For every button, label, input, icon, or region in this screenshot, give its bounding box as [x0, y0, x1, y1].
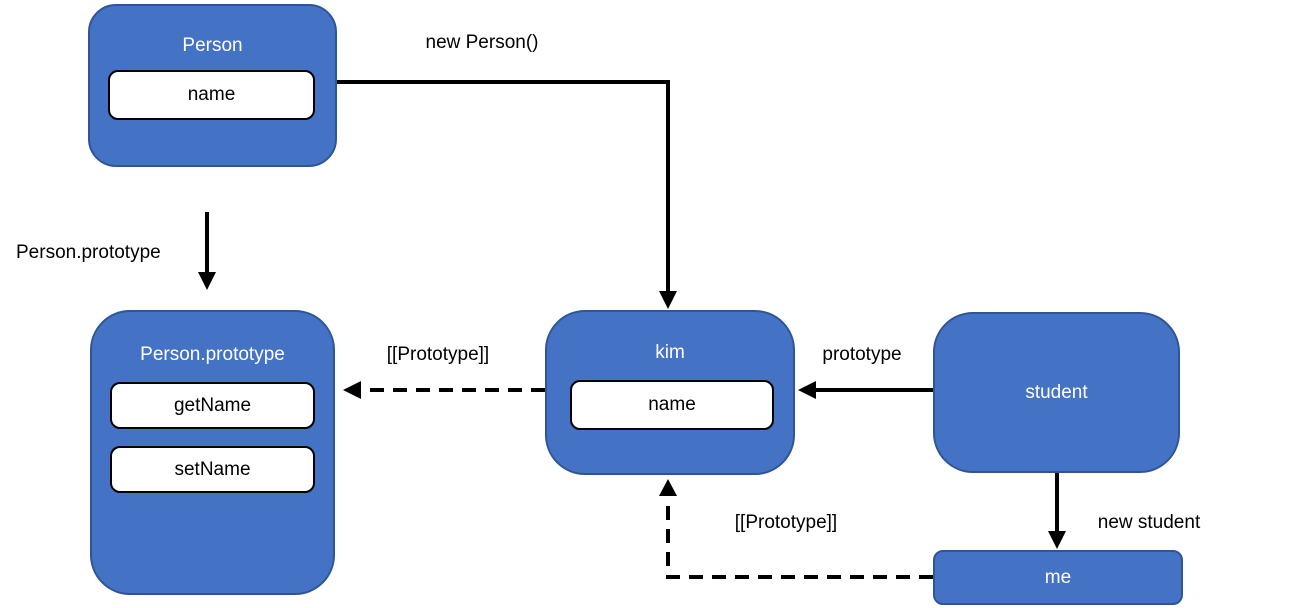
arrowhead-down-icon	[1048, 531, 1066, 549]
node-student: student	[933, 312, 1180, 473]
edge-new-person	[337, 80, 677, 309]
edge-label-new-person: new Person()	[425, 32, 539, 53]
node-person: Person name	[88, 4, 337, 167]
edge-label-prototype-me: [[Prototype]]	[734, 512, 838, 533]
node-person-prototype-title: Person.prototype	[140, 344, 285, 365]
node-me: me	[933, 550, 1183, 605]
edge-label-prototype-kim: [[Prototype]]	[386, 344, 490, 365]
edge-kim-prototype-dashed	[343, 381, 545, 399]
edge-person-to-prototype	[198, 212, 216, 290]
arrowhead-down-icon	[659, 291, 677, 309]
arrowhead-down-icon	[198, 272, 216, 290]
node-me-title: me	[1044, 566, 1072, 588]
edge-student-prototype	[798, 381, 933, 399]
node-person-prototype: Person.prototype getName setName	[90, 310, 335, 595]
edge-label-person-prototype: Person.prototype	[16, 242, 161, 263]
field-kim-name: name	[570, 380, 774, 430]
edge-label-new-student: new student	[1097, 512, 1201, 533]
node-kim: kim name	[545, 310, 795, 475]
arrowhead-left-icon	[343, 381, 361, 399]
node-kim-title: kim	[655, 342, 685, 363]
arrowhead-left-icon	[798, 381, 816, 399]
edge-new-student	[1048, 473, 1066, 549]
field-getname: getName	[110, 382, 315, 429]
node-student-title: student	[1025, 381, 1088, 403]
edge-label-prototype: prototype	[822, 344, 902, 365]
arrowhead-up-icon	[659, 479, 677, 496]
node-person-title: Person	[182, 35, 243, 56]
field-setname: setName	[110, 446, 315, 493]
field-person-name: name	[108, 70, 315, 120]
